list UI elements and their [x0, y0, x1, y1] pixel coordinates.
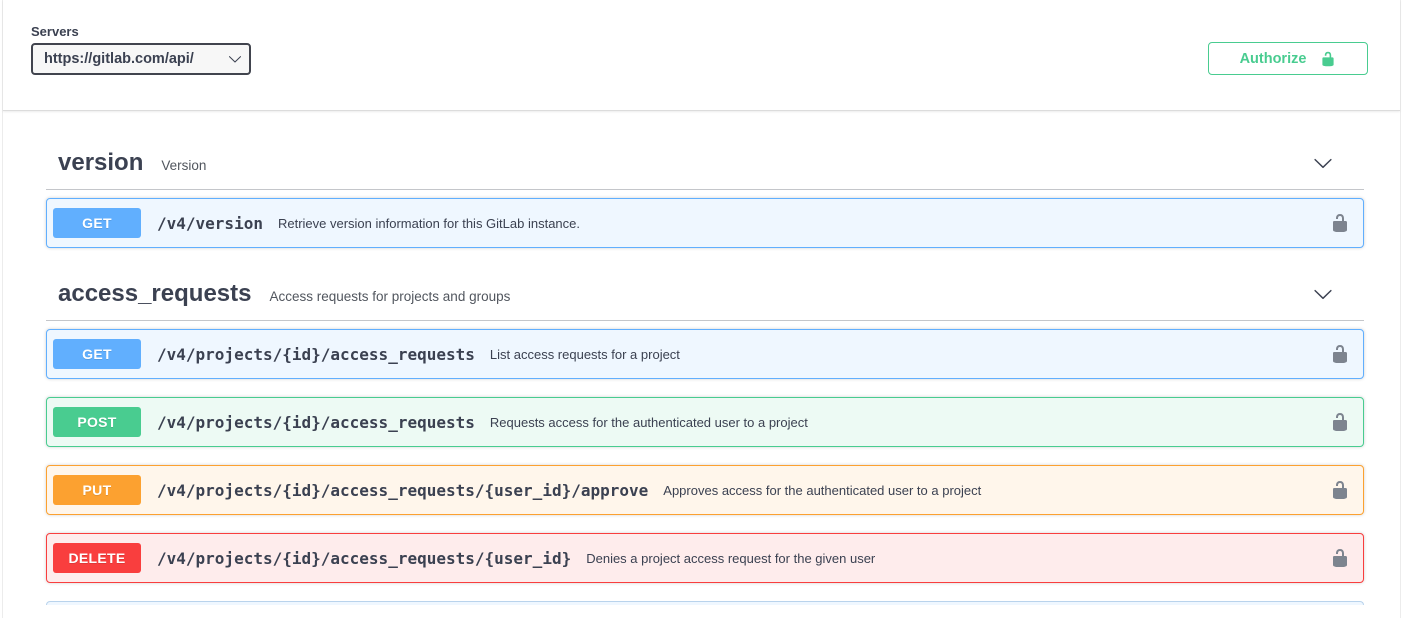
operation-row-post-access-requests[interactable]: POST /v4/projects/{id}/access_requests R… [46, 397, 1364, 447]
auth-lock-button[interactable] [1329, 411, 1351, 433]
unlock-icon [1330, 213, 1350, 233]
section-version: version Version GET /v4/version Retrieve… [46, 139, 1364, 248]
operation-row-get-version[interactable]: GET /v4/version Retrieve version informa… [46, 198, 1364, 248]
unlock-icon [1320, 51, 1336, 67]
auth-lock-button[interactable] [1329, 343, 1351, 365]
chevron-down-icon [1313, 153, 1333, 173]
authorize-label: Authorize [1239, 50, 1307, 67]
section-title: access_requests [58, 280, 252, 307]
scheme-container: Servers https://gitlab.com/api/ Authoriz… [3, 0, 1400, 111]
server-select-wrap: https://gitlab.com/api/ [31, 43, 251, 75]
expand-section-button[interactable] [1312, 152, 1334, 174]
operations-list: GET /v4/projects/{id}/access_requests Li… [46, 321, 1364, 605]
endpoint-path: /v4/projects/{id}/access_requests/{user_… [157, 548, 572, 568]
auth-lock-button[interactable] [1329, 212, 1351, 234]
endpoint-path: /v4/version [157, 213, 263, 233]
endpoint-summary: Denies a project access request for the … [586, 550, 876, 566]
unlock-icon [1330, 548, 1350, 568]
authorize-button[interactable]: Authorize [1208, 42, 1368, 75]
section-access-requests: access_requests Access requests for proj… [46, 270, 1364, 605]
operation-row-delete-access-request[interactable]: DELETE /v4/projects/{id}/access_requests… [46, 533, 1364, 583]
endpoint-summary: Requests access for the authenticated us… [489, 414, 808, 430]
section-header-access-requests[interactable]: access_requests Access requests for proj… [46, 270, 1364, 321]
endpoint-summary: List access requests for a project [489, 346, 680, 362]
method-badge: GET [53, 208, 141, 238]
endpoint-path: /v4/projects/{id}/access_requests [157, 344, 475, 364]
section-description: Version [161, 157, 207, 173]
api-operations: version Version GET /v4/version Retrieve… [3, 111, 1400, 605]
method-badge: GET [53, 339, 141, 369]
method-badge: DELETE [53, 543, 141, 573]
auth-lock-button[interactable] [1329, 547, 1351, 569]
auth-lock-button[interactable] [1329, 479, 1351, 501]
section-description: Access requests for projects and groups [269, 288, 511, 304]
unlock-icon [1330, 480, 1350, 500]
section-header-version[interactable]: version Version [46, 139, 1364, 190]
servers-label: Servers [31, 24, 79, 39]
method-badge: PUT [53, 475, 141, 505]
operation-row-get-access-requests[interactable]: GET /v4/projects/{id}/access_requests Li… [46, 329, 1364, 379]
operation-row-put-approve[interactable]: PUT /v4/projects/{id}/access_requests/{u… [46, 465, 1364, 515]
servers-block: Servers https://gitlab.com/api/ [31, 24, 251, 75]
method-badge: POST [53, 407, 141, 437]
chevron-down-icon [1313, 284, 1333, 304]
endpoint-summary: Retrieve version information for this Gi… [277, 215, 580, 231]
expand-section-button[interactable] [1312, 283, 1334, 305]
unlock-icon [1330, 412, 1350, 432]
endpoint-path: /v4/projects/{id}/access_requests/{user_… [157, 480, 649, 500]
endpoint-path: /v4/projects/{id}/access_requests [157, 412, 475, 432]
operations-list: GET /v4/version Retrieve version informa… [46, 190, 1364, 248]
endpoint-summary: Approves access for the authenticated us… [663, 482, 982, 498]
next-operation-row-cutoff [46, 601, 1364, 605]
server-select[interactable]: https://gitlab.com/api/ [31, 43, 251, 75]
section-title: version [58, 149, 144, 176]
unlock-icon [1330, 344, 1350, 364]
